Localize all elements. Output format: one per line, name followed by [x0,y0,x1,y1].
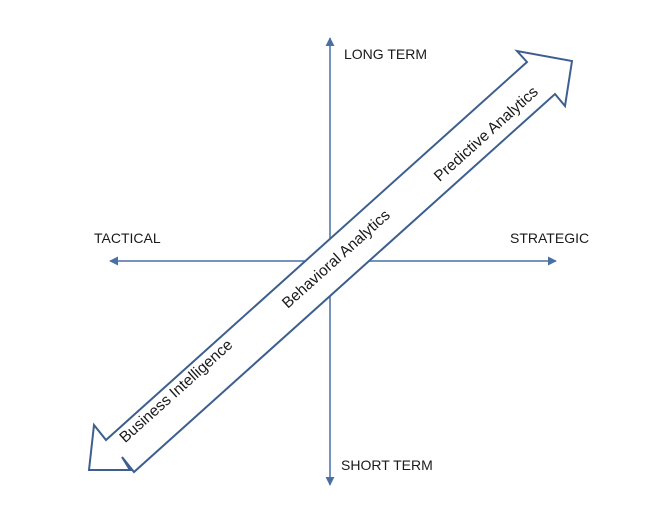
strategic-label: STRATEGIC [510,230,589,246]
behavioral-analytics-label: Behavioral Analytics [279,207,394,312]
short-term-label: SHORT TERM [341,457,433,473]
long-term-label: LONG TERM [344,46,427,62]
tactical-label: TACTICAL [94,230,161,246]
diagonal-double-arrow [87,49,574,474]
